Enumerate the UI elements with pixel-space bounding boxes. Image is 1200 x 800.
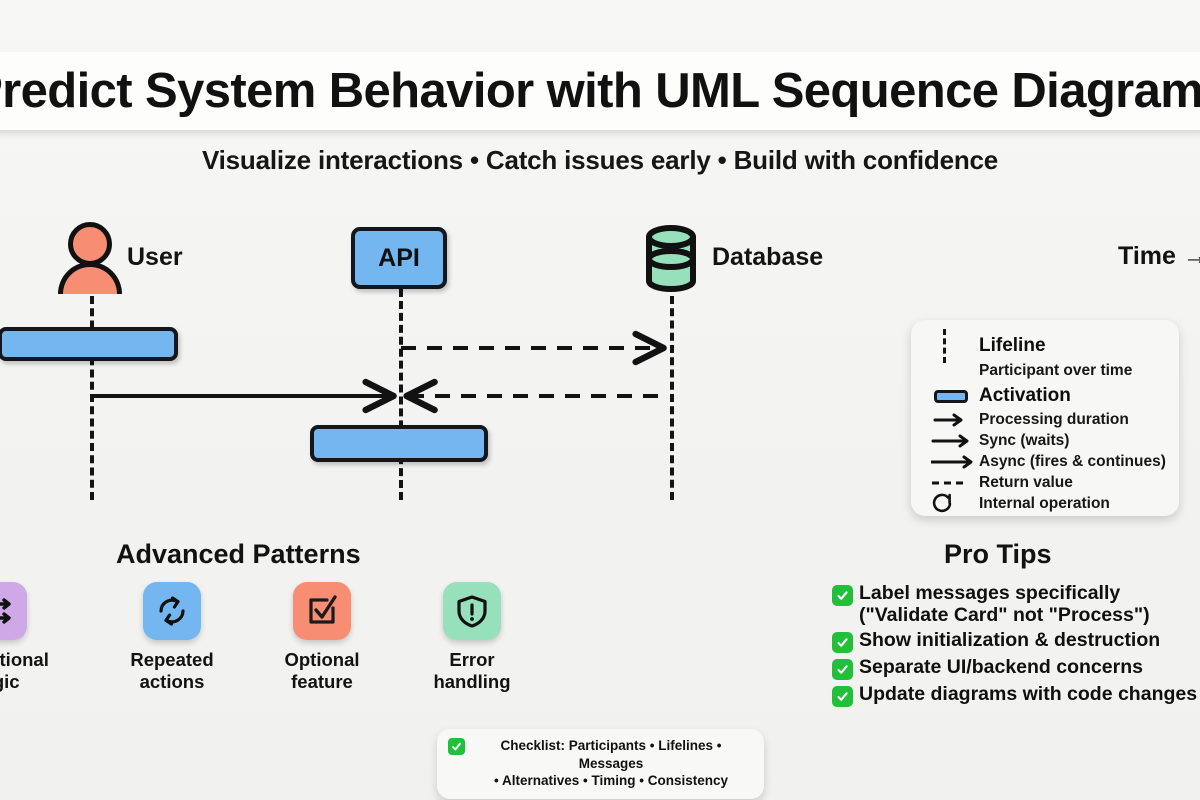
checkbox-icon: [293, 582, 351, 640]
pattern-conditional-logic[interactable]: Conditional logic: [0, 582, 58, 693]
pattern-line1: Conditional: [0, 649, 49, 670]
checklist-line2: • Alternatives • Timing • Consistency: [494, 773, 728, 789]
pro-tip-item: Update diagrams with code changes: [832, 683, 1200, 708]
pattern-label-conditional: Conditional logic: [0, 649, 58, 693]
arrow-short-icon: [925, 412, 979, 428]
pattern-line2: actions: [139, 670, 205, 692]
title-band: Predict System Behavior with UML Sequenc…: [0, 52, 1200, 130]
pro-tip-item: Separate UI/backend concerns: [832, 656, 1200, 681]
legend-card: Lifeline Participant over time Activatio…: [911, 320, 1179, 516]
check-icon: [832, 632, 853, 654]
pro-tip-text: Label messages specifically ("Validate C…: [859, 582, 1150, 626]
participant-label-api: API: [378, 243, 420, 272]
pattern-line2: feature: [291, 670, 353, 692]
pattern-line1: Optional: [284, 649, 360, 670]
checklist-pill: Checklist: Participants • Lifelines • Me…: [437, 729, 764, 799]
checklist-line1: Checklist: Participants • Lifelines • Me…: [500, 738, 722, 771]
legend-sub-async: Async (fires & continues): [979, 453, 1166, 470]
legend-sub-lifeline: Participant over time: [979, 362, 1133, 379]
arrow-long-icon: [925, 454, 979, 470]
check-icon: [448, 738, 465, 755]
participant-label-database: Database: [712, 243, 824, 271]
lifeline-user: [90, 296, 94, 500]
shield-alert-icon: [443, 582, 501, 640]
legend-row-async: Async (fires & continues): [925, 452, 1169, 472]
lifeline-api: [399, 289, 403, 500]
database-icon: [645, 223, 697, 295]
legend-row-activation: Activation: [925, 383, 1169, 409]
loop-icon: [143, 582, 201, 640]
pattern-line1: Repeated: [130, 649, 214, 670]
circular-arrow-icon: [925, 493, 979, 515]
participant-box-api[interactable]: API: [351, 227, 447, 289]
branch-icon: [0, 582, 27, 640]
dashed-arrow-icon: [925, 475, 979, 491]
legend-sub-sync: Sync (waits): [979, 432, 1070, 449]
pro-tip-line1: Label messages specifically: [859, 582, 1121, 604]
pattern-label-optional: Optional feature: [262, 649, 382, 693]
legend-row-internal: Internal operation: [925, 493, 1169, 515]
activation-bar-user: [0, 327, 178, 361]
pro-tip-item: Label messages specifically ("Validate C…: [832, 582, 1200, 626]
legend-row-lifeline: Lifeline: [925, 329, 1169, 363]
participant-label-user: User: [127, 243, 183, 271]
page-title: Predict System Behavior with UML Sequenc…: [0, 64, 1200, 118]
legend-sub-return: Return value: [979, 474, 1073, 491]
legend-row-lifeline-sub: Participant over time: [925, 360, 1169, 382]
legend-row-sync: Sync (waits): [925, 431, 1169, 451]
pro-tip-line2: ("Validate Card" not "Process"): [859, 604, 1150, 627]
legend-row-return: Return value: [925, 473, 1169, 493]
check-icon: [832, 585, 853, 606]
pattern-line2: logic: [0, 670, 20, 692]
pro-tip-text: Update diagrams with code changes: [859, 683, 1198, 706]
pro-tips-list: Label messages specifically ("Validate C…: [832, 582, 1200, 710]
checklist-text: Checklist: Participants • Lifelines • Me…: [470, 737, 752, 790]
pattern-label-error: Error handling: [412, 649, 532, 693]
arrow-medium-icon: [925, 433, 979, 449]
section-heading-pro-tips: Pro Tips: [944, 539, 1052, 569]
pattern-error-handling[interactable]: Error handling: [412, 582, 532, 693]
actor-icon-body: [58, 262, 122, 294]
pattern-label-repeated: Repeated actions: [112, 649, 232, 693]
actor-icon-head: [68, 222, 112, 266]
time-axis-label: Time →: [1118, 242, 1200, 270]
check-icon: [832, 659, 853, 681]
pattern-optional-feature[interactable]: Optional feature: [262, 582, 382, 693]
pro-tip-text: Separate UI/backend concerns: [859, 656, 1143, 679]
page-subtitle: Visualize interactions • Catch issues ea…: [201, 145, 999, 175]
legend-row-processing: Processing duration: [925, 410, 1169, 430]
check-icon: [832, 686, 853, 708]
dashed-line-icon: [925, 329, 979, 363]
pattern-repeated-actions[interactable]: Repeated actions: [112, 582, 232, 693]
activation-bar-icon: [925, 389, 979, 403]
legend-title-lifeline: Lifeline: [979, 335, 1046, 356]
pattern-line2: handling: [433, 670, 511, 692]
legend-sub-processing: Processing duration: [979, 411, 1129, 428]
section-heading-patterns: Advanced Patterns: [116, 539, 361, 569]
legend-title-activation: Activation: [979, 385, 1071, 406]
lifeline-database: [670, 296, 674, 500]
activation-bar-api: [310, 425, 488, 462]
pro-tip-item: Show initialization & destruction: [832, 629, 1200, 654]
pro-tip-text: Show initialization & destruction: [859, 629, 1161, 652]
legend-sub-internal: Internal operation: [979, 495, 1110, 512]
pattern-line1: Error: [449, 649, 495, 670]
